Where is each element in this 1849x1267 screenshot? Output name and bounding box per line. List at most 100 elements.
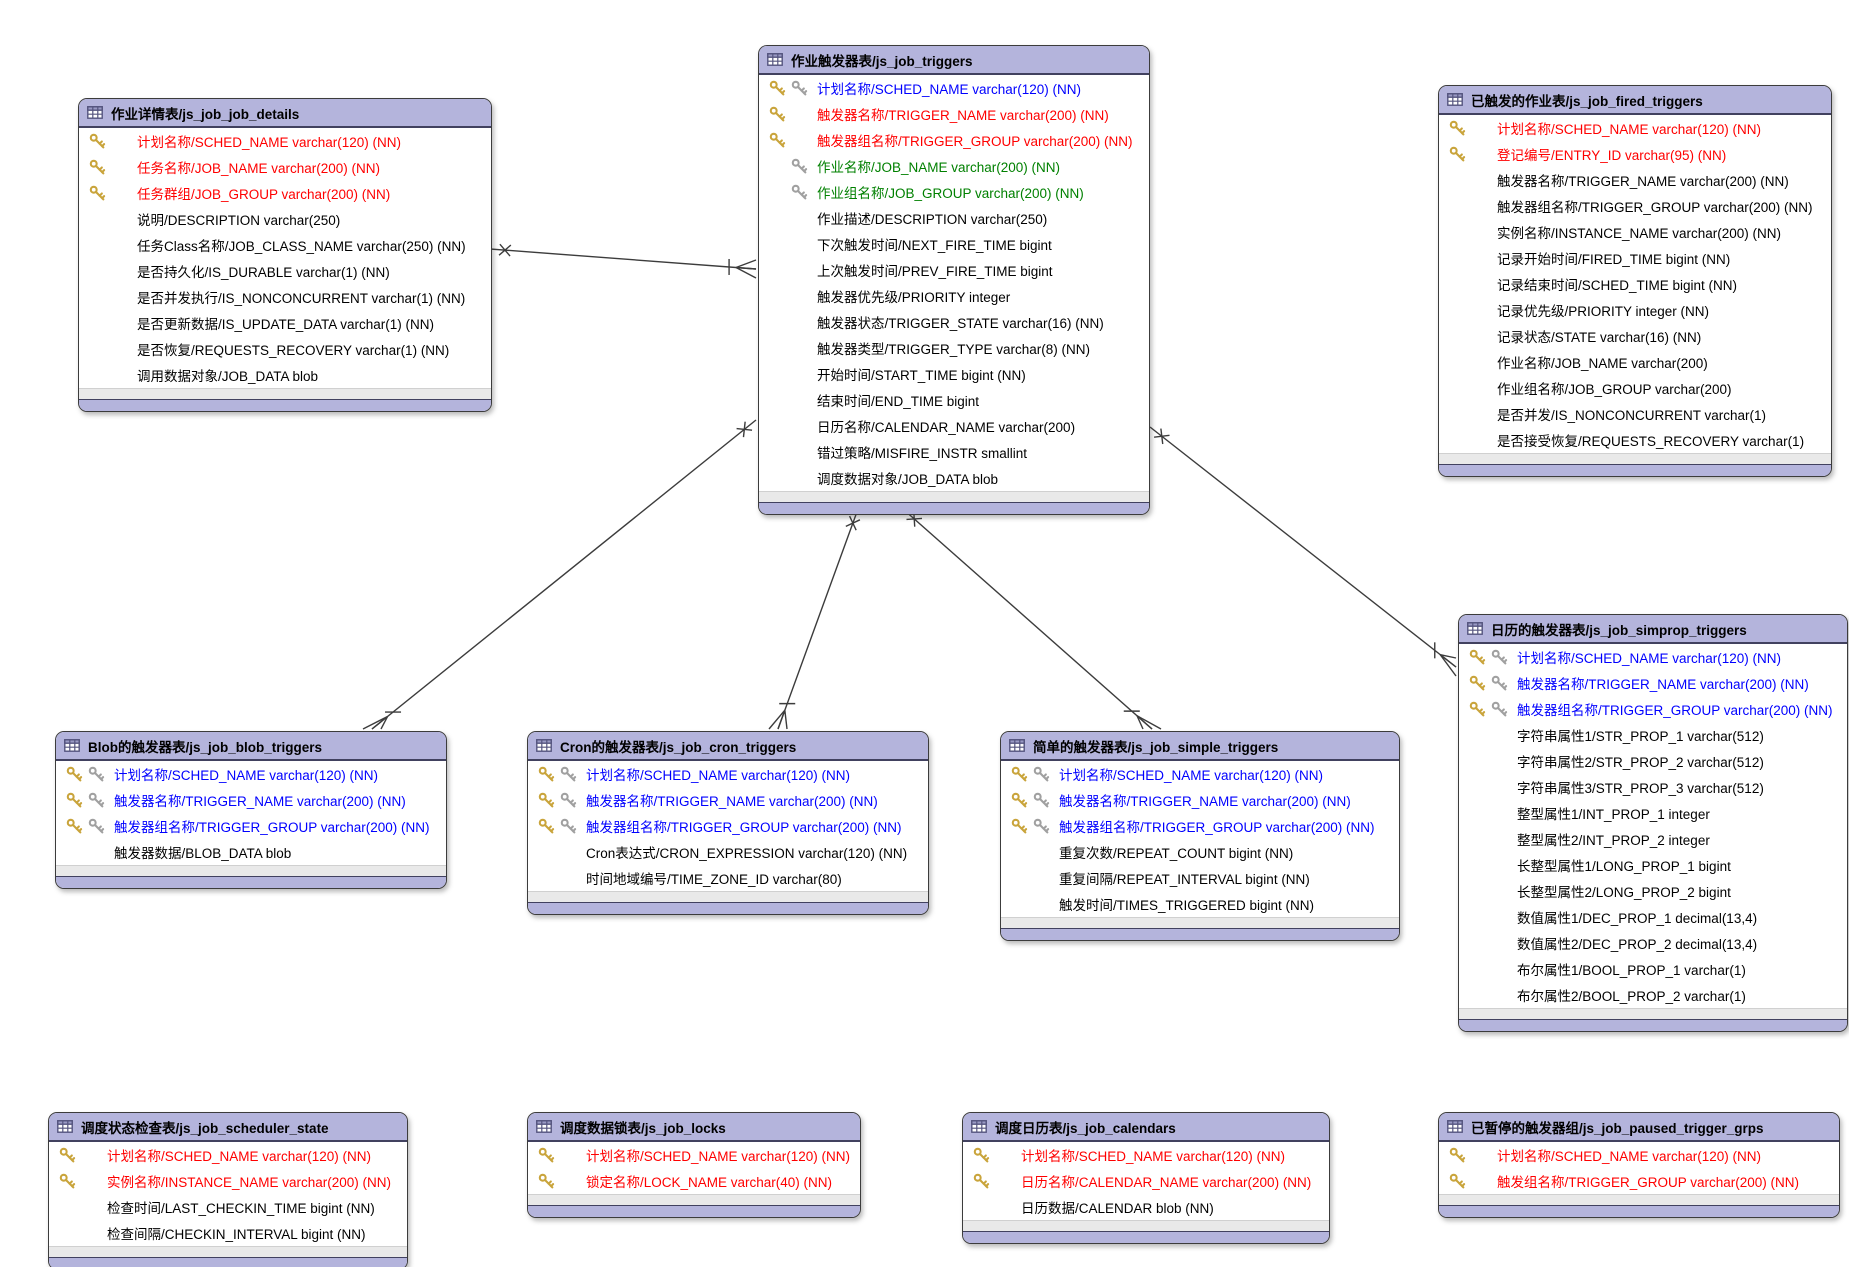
relation-triggers-to-simprop[interactable] — [1149, 426, 1457, 677]
field-row[interactable]: 记录状态/STATE varchar(16) (NN) — [1439, 323, 1831, 349]
field-row[interactable]: 整型属性2/INT_PROP_2 integer — [1459, 826, 1847, 852]
field-row[interactable]: 上次触发时间/PREV_FIRE_TIME bigint — [759, 257, 1149, 283]
entity-triggers[interactable]: 作业触发器表/js_job_triggers 计划名称/SCHED_NAME v… — [758, 45, 1150, 515]
field-row[interactable]: 触发器名称/TRIGGER_NAME varchar(200) (NN) — [528, 787, 928, 813]
field-row[interactable]: 开始时间/START_TIME bigint (NN) — [759, 361, 1149, 387]
entity-header[interactable]: 调度日历表/js_job_calendars — [963, 1113, 1329, 1142]
field-row[interactable]: 计划名称/SCHED_NAME varchar(120) (NN) — [759, 75, 1149, 101]
field-row[interactable]: 整型属性1/INT_PROP_1 integer — [1459, 800, 1847, 826]
field-row[interactable]: 布尔属性1/BOOL_PROP_1 varchar(1) — [1459, 956, 1847, 982]
field-row[interactable]: 数值属性1/DEC_PROP_1 decimal(13,4) — [1459, 904, 1847, 930]
field-row[interactable]: 计划名称/SCHED_NAME varchar(120) (NN) — [528, 1142, 860, 1168]
entity-locks[interactable]: 调度数据锁表/js_job_locks 计划名称/SCHED_NAME varc… — [527, 1112, 861, 1218]
field-row[interactable]: 计划名称/SCHED_NAME varchar(120) (NN) — [963, 1142, 1329, 1168]
entity-header[interactable]: Blob的触发器表/js_job_blob_triggers — [56, 732, 446, 761]
field-row[interactable]: 锁定名称/LOCK_NAME varchar(40) (NN) — [528, 1168, 860, 1194]
field-row[interactable]: 触发器类型/TRIGGER_TYPE varchar(8) (NN) — [759, 335, 1149, 361]
field-row[interactable]: 是否恢复/REQUESTS_RECOVERY varchar(1) (NN) — [79, 336, 491, 362]
entity-header[interactable]: 日历的触发器表/js_job_simprop_triggers — [1459, 615, 1847, 644]
field-row[interactable]: 触发器组名称/TRIGGER_GROUP varchar(200) (NN) — [56, 813, 446, 839]
field-row[interactable]: 触发器优先级/PRIORITY integer — [759, 283, 1149, 309]
field-row[interactable]: 布尔属性2/BOOL_PROP_2 varchar(1) — [1459, 982, 1847, 1008]
field-row[interactable]: 作业名称/JOB_NAME varchar(200) (NN) — [759, 153, 1149, 179]
field-row[interactable]: 计划名称/SCHED_NAME varchar(120) (NN) — [1439, 115, 1831, 141]
field-row[interactable]: 任务群组/JOB_GROUP varchar(200) (NN) — [79, 180, 491, 206]
field-row[interactable]: 触发器名称/TRIGGER_NAME varchar(200) (NN) — [1001, 787, 1399, 813]
field-row[interactable]: 是否并发/IS_NONCONCURRENT varchar(1) — [1439, 401, 1831, 427]
field-row[interactable]: 说明/DESCRIPTION varchar(250) — [79, 206, 491, 232]
field-row[interactable]: 作业描述/DESCRIPTION varchar(250) — [759, 205, 1149, 231]
field-row[interactable]: 实例名称/INSTANCE_NAME varchar(200) (NN) — [49, 1168, 407, 1194]
field-row[interactable]: 触发器组名称/TRIGGER_GROUP varchar(200) (NN) — [1001, 813, 1399, 839]
entity-calendars[interactable]: 调度日历表/js_job_calendars 计划名称/SCHED_NAME v… — [962, 1112, 1330, 1244]
relation-triggers-to-blob[interactable] — [362, 419, 757, 730]
field-row[interactable]: 触发器名称/TRIGGER_NAME varchar(200) (NN) — [56, 787, 446, 813]
field-row[interactable]: 数值属性2/DEC_PROP_2 decimal(13,4) — [1459, 930, 1847, 956]
entity-header[interactable]: 简单的触发器表/js_job_simple_triggers — [1001, 732, 1399, 761]
field-row[interactable]: 是否更新数据/IS_UPDATE_DATA varchar(1) (NN) — [79, 310, 491, 336]
field-row[interactable]: 下次触发时间/NEXT_FIRE_TIME bigint — [759, 231, 1149, 257]
field-row[interactable]: 触发器组名称/TRIGGER_GROUP varchar(200) (NN) — [1459, 696, 1847, 722]
field-row[interactable]: 是否持久化/IS_DURABLE varchar(1) (NN) — [79, 258, 491, 284]
field-row[interactable]: 计划名称/SCHED_NAME varchar(120) (NN) — [79, 128, 491, 154]
field-row[interactable]: 记录开始时间/FIRED_TIME bigint (NN) — [1439, 245, 1831, 271]
entity-header[interactable]: 已暂停的触发器组/js_job_paused_trigger_grps — [1439, 1113, 1839, 1142]
field-row[interactable]: 登记编号/ENTRY_ID varchar(95) (NN) — [1439, 141, 1831, 167]
entity-fired_triggers[interactable]: 已触发的作业表/js_job_fired_triggers 计划名称/SCHED… — [1438, 85, 1832, 477]
field-row[interactable]: 记录结束时间/SCHED_TIME bigint (NN) — [1439, 271, 1831, 297]
entity-header[interactable]: 作业触发器表/js_job_triggers — [759, 46, 1149, 75]
field-row[interactable]: 结束时间/END_TIME bigint — [759, 387, 1149, 413]
field-row[interactable]: 实例名称/INSTANCE_NAME varchar(200) (NN) — [1439, 219, 1831, 245]
entity-simple_triggers[interactable]: 简单的触发器表/js_job_simple_triggers 计划名称/SCHE… — [1000, 731, 1400, 941]
field-row[interactable]: 计划名称/SCHED_NAME varchar(120) (NN) — [1459, 644, 1847, 670]
field-row[interactable]: 触发器组名称/TRIGGER_GROUP varchar(200) (NN) — [1439, 193, 1831, 219]
field-row[interactable]: 字符串属性1/STR_PROP_1 varchar(512) — [1459, 722, 1847, 748]
entity-scheduler_state[interactable]: 调度状态检查表/js_job_scheduler_state 计划名称/SCHE… — [48, 1112, 408, 1267]
field-row[interactable]: 字符串属性3/STR_PROP_3 varchar(512) — [1459, 774, 1847, 800]
field-row[interactable]: 计划名称/SCHED_NAME varchar(120) (NN) — [1439, 1142, 1839, 1168]
field-row[interactable]: 作业组名称/JOB_GROUP varchar(200) — [1439, 375, 1831, 401]
field-row[interactable]: 触发器组名称/TRIGGER_GROUP varchar(200) (NN) — [759, 127, 1149, 153]
field-row[interactable]: Cron表达式/CRON_EXPRESSION varchar(120) (NN… — [528, 839, 928, 865]
entity-header[interactable]: 作业详情表/js_job_job_details — [79, 99, 491, 128]
field-row[interactable]: 重复次数/REPEAT_COUNT bigint (NN) — [1001, 839, 1399, 865]
entity-header[interactable]: Cron的触发器表/js_job_cron_triggers — [528, 732, 928, 761]
entity-job_details[interactable]: 作业详情表/js_job_job_details 计划名称/SCHED_NAME… — [78, 98, 492, 412]
field-row[interactable]: 日历名称/CALENDAR_NAME varchar(200) — [759, 413, 1149, 439]
field-row[interactable]: 触发器名称/TRIGGER_NAME varchar(200) (NN) — [1459, 670, 1847, 696]
field-row[interactable]: 触发器状态/TRIGGER_STATE varchar(16) (NN) — [759, 309, 1149, 335]
field-row[interactable]: 是否并发执行/IS_NONCONCURRENT varchar(1) (NN) — [79, 284, 491, 310]
field-row[interactable]: 触发组名称/TRIGGER_GROUP varchar(200) (NN) — [1439, 1168, 1839, 1194]
field-row[interactable]: 计划名称/SCHED_NAME varchar(120) (NN) — [1001, 761, 1399, 787]
field-row[interactable]: 检查时间/LAST_CHECKIN_TIME bigint (NN) — [49, 1194, 407, 1220]
field-row[interactable]: 检查间隔/CHECKIN_INTERVAL bigint (NN) — [49, 1220, 407, 1246]
field-row[interactable]: 调度数据对象/JOB_DATA blob — [759, 465, 1149, 491]
field-row[interactable]: 时间地域编号/TIME_ZONE_ID varchar(80) — [528, 865, 928, 891]
field-row[interactable]: 错过策略/MISFIRE_INSTR smallint — [759, 439, 1149, 465]
field-row[interactable]: 日历数据/CALENDAR blob (NN) — [963, 1194, 1329, 1220]
entity-header[interactable]: 已触发的作业表/js_job_fired_triggers — [1439, 86, 1831, 115]
field-row[interactable]: 触发器数据/BLOB_DATA blob — [56, 839, 446, 865]
field-row[interactable]: 字符串属性2/STR_PROP_2 varchar(512) — [1459, 748, 1847, 774]
field-row[interactable]: 计划名称/SCHED_NAME varchar(120) (NN) — [49, 1142, 407, 1168]
field-row[interactable]: 记录优先级/PRIORITY integer (NN) — [1439, 297, 1831, 323]
field-row[interactable]: 触发器名称/TRIGGER_NAME varchar(200) (NN) — [759, 101, 1149, 127]
field-row[interactable]: 是否接受恢复/REQUESTS_RECOVERY varchar(1) — [1439, 427, 1831, 453]
field-row[interactable]: 调用数据对象/JOB_DATA blob — [79, 362, 491, 388]
entity-simprop_triggers[interactable]: 日历的触发器表/js_job_simprop_triggers 计划名称/SCH… — [1458, 614, 1848, 1032]
entity-paused_trigger_grps[interactable]: 已暂停的触发器组/js_job_paused_trigger_grps 计划名称… — [1438, 1112, 1840, 1218]
field-row[interactable]: 长整型属性2/LONG_PROP_2 bigint — [1459, 878, 1847, 904]
entity-blob_triggers[interactable]: Blob的触发器表/js_job_blob_triggers 计划名称/SCHE… — [55, 731, 447, 889]
relation-triggers-to-cron[interactable] — [768, 508, 861, 730]
field-row[interactable]: 计划名称/SCHED_NAME varchar(120) (NN) — [528, 761, 928, 787]
field-row[interactable]: 作业名称/JOB_NAME varchar(200) — [1439, 349, 1831, 375]
relation-triggers-to-simple[interactable] — [902, 508, 1162, 730]
entity-header[interactable]: 调度状态检查表/js_job_scheduler_state — [49, 1113, 407, 1142]
field-row[interactable]: 触发器组名称/TRIGGER_GROUP varchar(200) (NN) — [528, 813, 928, 839]
field-row[interactable]: 作业组名称/JOB_GROUP varchar(200) (NN) — [759, 179, 1149, 205]
relation-details-to-triggers[interactable] — [489, 243, 757, 279]
field-row[interactable]: 日历名称/CALENDAR_NAME varchar(200) (NN) — [963, 1168, 1329, 1194]
field-row[interactable]: 长整型属性1/LONG_PROP_1 bigint — [1459, 852, 1847, 878]
entity-cron_triggers[interactable]: Cron的触发器表/js_job_cron_triggers 计划名称/SCHE… — [527, 731, 929, 915]
entity-header[interactable]: 调度数据锁表/js_job_locks — [528, 1113, 860, 1142]
